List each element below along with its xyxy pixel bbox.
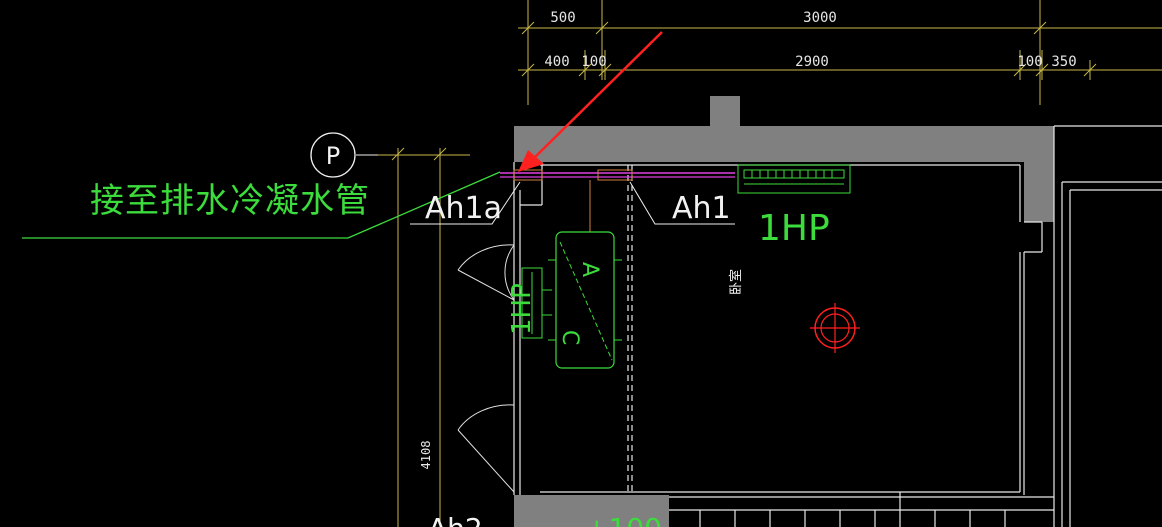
ceiling-fixture-icon[interactable] — [810, 303, 860, 353]
callout-p-label: P — [326, 142, 340, 170]
label-ah2-partial: Ah2 — [428, 512, 483, 527]
dim-2900: 2900 — [795, 54, 829, 70]
dim-500: 500 — [550, 10, 575, 26]
label-ah1-leader — [629, 181, 735, 225]
dimension-texts: 500 3000 400 100 2900 100 350 4108 — [419, 10, 1077, 469]
ac-unit-body — [555, 231, 615, 369]
dimension-lines — [378, 0, 1162, 527]
room-outlines — [513, 125, 1162, 527]
drain-note[interactable]: 接至排水冷凝水管 — [22, 171, 501, 239]
ac-unit-diagonal — [559, 241, 613, 361]
label-ah1a[interactable]: Ah1a — [410, 181, 521, 226]
label-ah1-text: Ah1 — [672, 191, 731, 226]
callout-p[interactable]: P — [310, 132, 378, 178]
dim-350: 350 — [1051, 54, 1076, 70]
callout-p-circle — [310, 132, 356, 178]
dim-100-left: 100 — [581, 54, 606, 70]
bottom-partial-label: +100 — [585, 512, 662, 527]
indoor-unit-top[interactable] — [737, 164, 851, 194]
dim-100-right: 100 — [1017, 54, 1042, 70]
indoor-unit-side[interactable] — [521, 267, 552, 339]
label-ah2-text: Ah2 — [428, 512, 483, 527]
label-ah1a-text: Ah1a — [425, 191, 502, 226]
label-1hp-top: 1HP — [758, 208, 830, 249]
label-ah1[interactable]: Ah1 — [629, 181, 735, 226]
door-swings — [457, 244, 515, 493]
dim-400: 400 — [544, 54, 569, 70]
ac-outdoor-unit[interactable]: A C — [548, 231, 622, 369]
walls — [514, 96, 1054, 527]
ac-letter-c: C — [557, 330, 582, 345]
condensate-pipes — [500, 169, 735, 232]
room-name: 卧室 — [728, 269, 744, 295]
ac-letter-a: A — [577, 262, 602, 277]
dim-3000: 3000 — [803, 10, 837, 26]
label-ah1a-leader — [410, 181, 521, 225]
drain-note-text: 接至排水冷凝水管 — [90, 181, 370, 221]
label-1hp-side: 1HP — [507, 283, 537, 335]
drain-note-leader — [22, 171, 501, 239]
red-arrow-annotation — [518, 31, 663, 172]
dim-4108: 4108 — [419, 441, 433, 470]
